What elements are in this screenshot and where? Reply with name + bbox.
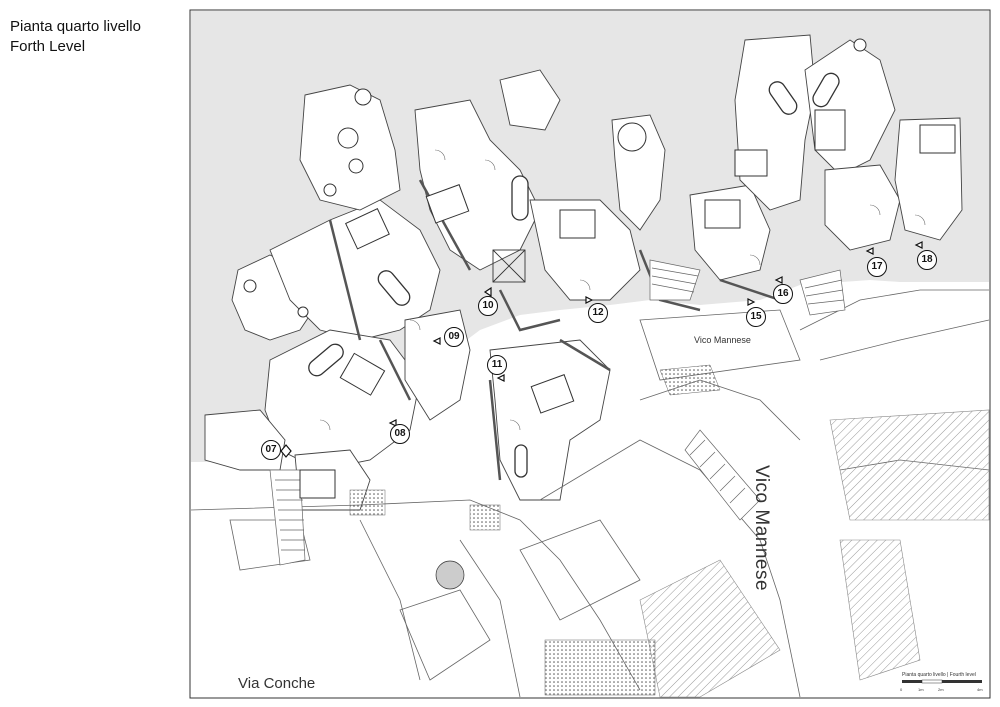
street-label-vico-mannese: Vico Mannese (751, 465, 772, 592)
scale-tick: 2m (938, 687, 944, 692)
scale-bar-title: Pianta quarto livello | Fourth level (902, 672, 976, 678)
scale-tick: 4m (977, 687, 983, 692)
room-marker[interactable]: 17 (867, 257, 887, 277)
hatched-area-bottom (639, 559, 781, 698)
street-label-via-conche: Via Conche (238, 675, 316, 692)
bathtubs (308, 72, 840, 478)
stairs (269, 259, 846, 566)
beds (299, 109, 956, 499)
paving-2 (469, 504, 501, 531)
paving-4 (544, 639, 656, 696)
room-marker[interactable]: 11 (487, 355, 507, 375)
paving-1 (349, 489, 386, 516)
street-label-vico-mannese-small: Vico Mannese (694, 335, 751, 345)
room-marker[interactable]: 16 (773, 284, 793, 304)
garden-planter (435, 560, 465, 590)
room-marker[interactable]: 07 (261, 440, 281, 460)
skylight (492, 249, 526, 283)
hatched-area-bottom-right (839, 539, 921, 681)
drawing-frame (189, 9, 991, 699)
scale-tick: 1m (918, 687, 924, 692)
plan-subtitle: Forth Level (10, 38, 86, 55)
plan-title: Pianta quarto livello (10, 18, 141, 35)
room-marker[interactable]: 15 (746, 307, 766, 327)
room-marker[interactable]: 08 (390, 424, 410, 444)
building-blocks (204, 34, 963, 511)
round-features (243, 38, 867, 318)
paving-3 (659, 364, 721, 396)
room-marker[interactable]: 12 (588, 303, 608, 323)
walls (328, 179, 781, 481)
room-marker[interactable]: 09 (444, 327, 464, 347)
hatched-area-right (829, 409, 990, 521)
scale-tick: 0 (900, 687, 903, 692)
door-arcs (319, 149, 926, 431)
room-marker[interactable]: 10 (478, 296, 498, 316)
scale-bar (902, 679, 982, 684)
room-marker[interactable]: 18 (917, 250, 937, 270)
entrance-arrows (280, 241, 923, 458)
